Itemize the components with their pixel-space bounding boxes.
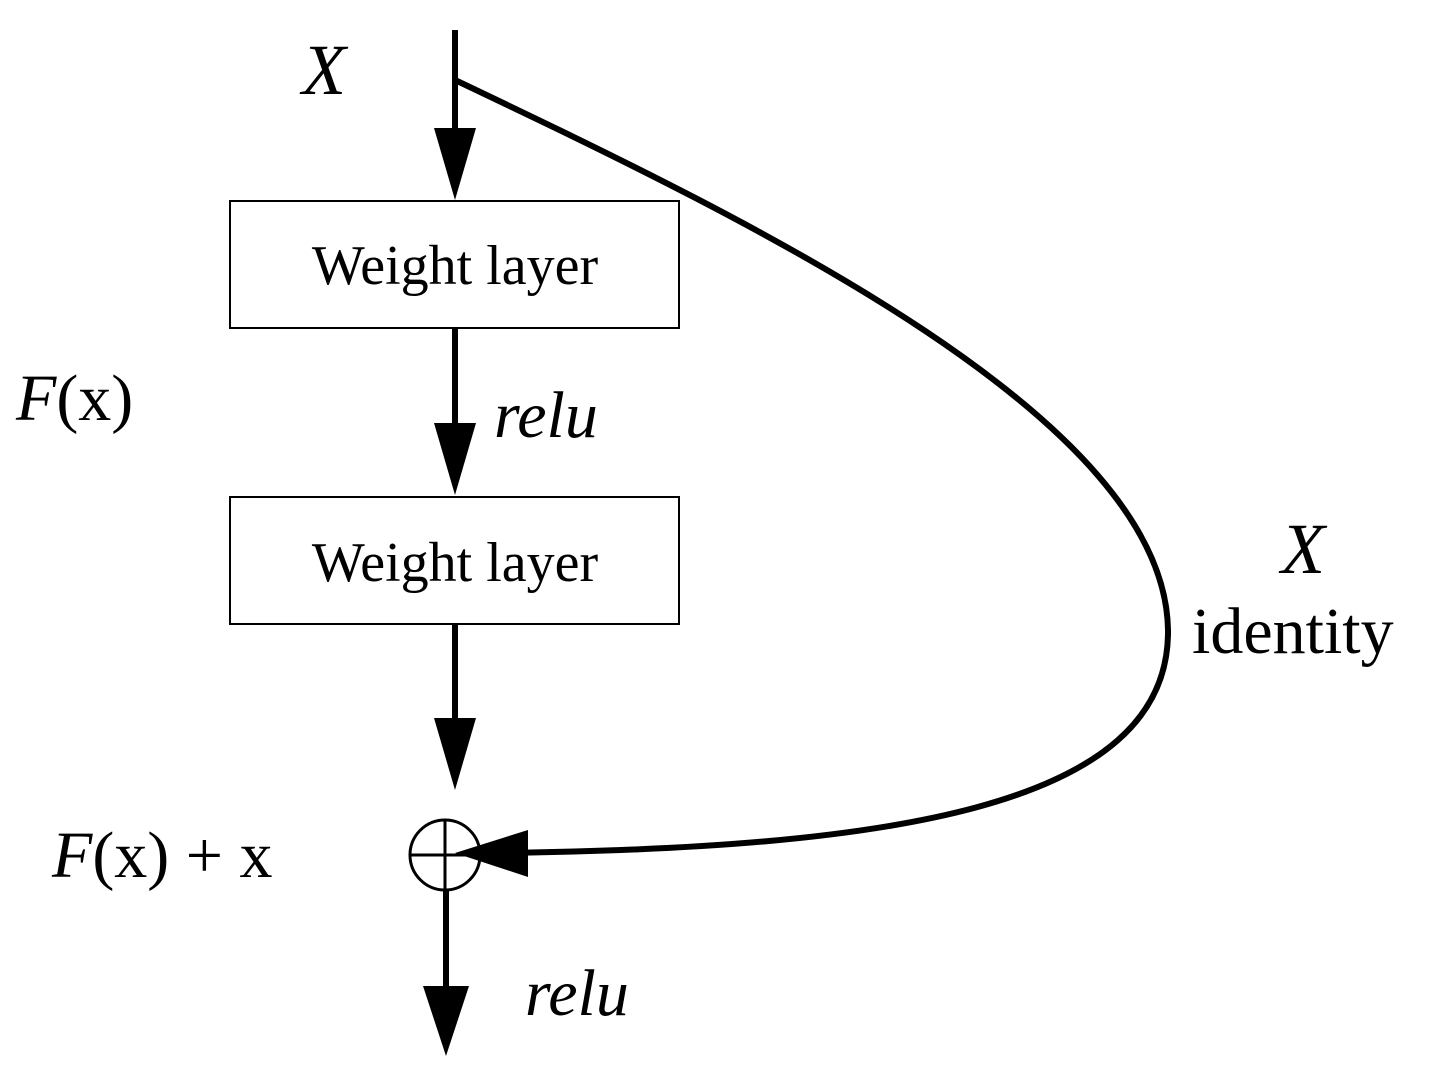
relu-output-label: relu: [525, 957, 629, 1030]
relu-middle-label: relu: [494, 379, 598, 452]
output-arrowhead: [423, 986, 469, 1056]
input-arrowhead: [434, 128, 476, 200]
sum-italic-f: F: [51, 819, 93, 892]
fx-italic-f: F: [15, 362, 57, 435]
weight-layer-1-label: Weight layer: [312, 235, 599, 297]
identity-skip-curve: [453, 77, 1172, 856]
weight-layer-2-label: Weight layer: [312, 532, 599, 594]
sum-rest: (x) + x: [92, 819, 272, 892]
middle-arrowhead: [434, 423, 476, 495]
fx-paren-x: (x): [56, 362, 133, 435]
fx-plus-x-label: F(x) + x: [51, 819, 273, 892]
fx-label: F(x): [15, 362, 133, 435]
identity-arrowhead: [455, 830, 528, 877]
identity-label: identity: [1192, 595, 1394, 668]
input-x-label: X: [299, 30, 349, 110]
sum-arrowhead: [434, 718, 476, 790]
skip-x-label: X: [1278, 509, 1328, 589]
weight-layer-2-box: [229, 496, 680, 625]
